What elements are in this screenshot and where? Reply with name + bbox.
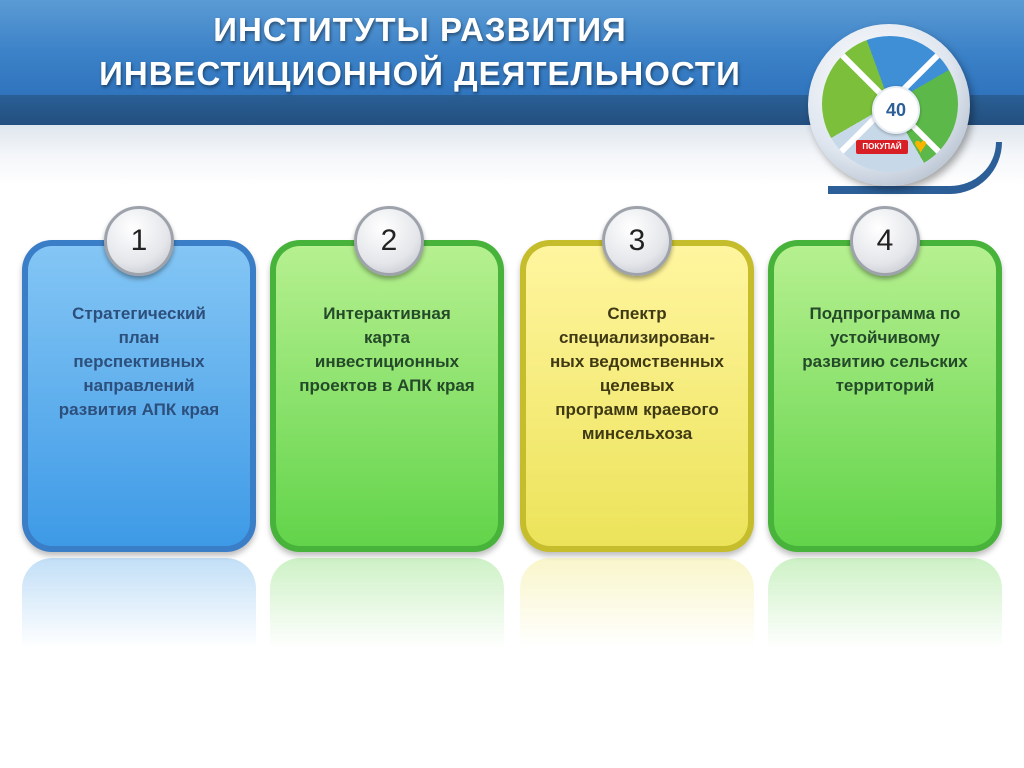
card-reflection <box>768 558 1002 648</box>
card-text-line: Стратегический <box>72 304 206 323</box>
card-text-line: перспективных <box>73 352 205 371</box>
card-text-line: развития АПК края <box>58 400 220 419</box>
card-text-line: минсельхоза <box>581 424 693 443</box>
card-text-line: устойчивому <box>830 328 940 347</box>
card-text-line: карта <box>364 328 410 347</box>
card-text-line: целевых <box>599 376 675 395</box>
card-number-badge: 4 <box>850 206 920 276</box>
card-text-line: специализирован- <box>558 328 716 347</box>
card-text: Подпрограмма по устойчивому развитию сел… <box>786 302 984 398</box>
card-text-line: направлений <box>83 376 195 395</box>
card-text-line: Спектр <box>607 304 667 323</box>
card-text-line: Подпрограмма по <box>809 304 961 323</box>
title-line-2: ИНВЕСТИЦИОННОЙ ДЕЯТЕЛЬНОСТИ <box>99 55 741 92</box>
card-text-line: территорий <box>835 376 935 395</box>
card-text-line: проектов в АПК края <box>299 376 475 395</box>
card-text: Спектр специализирован- ных ведомственны… <box>538 302 736 446</box>
card-rural-development: Подпрограмма по устойчивому развитию сел… <box>768 240 1002 552</box>
title-line-1: ИНСТИТУТЫ РАЗВИТИЯ <box>213 11 627 48</box>
card-text: Интерактивная карта инвестиционных проек… <box>288 302 486 398</box>
buy-local-logo: ПОКУПАЙ <box>856 140 908 154</box>
page-title: ИНСТИТУТЫ РАЗВИТИЯ ИНВЕСТИЦИОННОЙ ДЕЯТЕЛ… <box>40 8 800 96</box>
card-text-line: развитию сельских <box>802 352 968 371</box>
card-text-line: Интерактивная <box>323 304 451 323</box>
card-text-line: программ краевого <box>555 400 719 419</box>
card-reflection <box>520 558 754 648</box>
heart-icon: ♥ <box>914 133 928 158</box>
card-number-badge: 2 <box>354 206 424 276</box>
card-number-badge: 1 <box>104 206 174 276</box>
card-strategic-plan: Стратегический план перспективных направ… <box>22 240 256 552</box>
card-reflection <box>22 558 256 648</box>
card-number-badge: 3 <box>602 206 672 276</box>
badge-photo-collage: ПОКУПАЙ ♥ <box>822 36 958 172</box>
card-text-line: инвестиционных <box>314 352 460 371</box>
card-text: Стратегический план перспективных направ… <box>40 302 238 422</box>
card-text-line: ных ведомственных <box>550 352 724 371</box>
page-badge: ПОКУПАЙ ♥ 40 <box>808 24 1002 194</box>
card-interactive-map: Интерактивная карта инвестиционных проек… <box>270 240 504 552</box>
card-target-programs: Спектр специализирован- ных ведомственны… <box>520 240 754 552</box>
buy-local-logo-text: ПОКУПАЙ <box>862 142 902 151</box>
card-text-line: план <box>118 328 160 347</box>
page-number: 40 <box>872 86 920 134</box>
card-reflection <box>270 558 504 648</box>
